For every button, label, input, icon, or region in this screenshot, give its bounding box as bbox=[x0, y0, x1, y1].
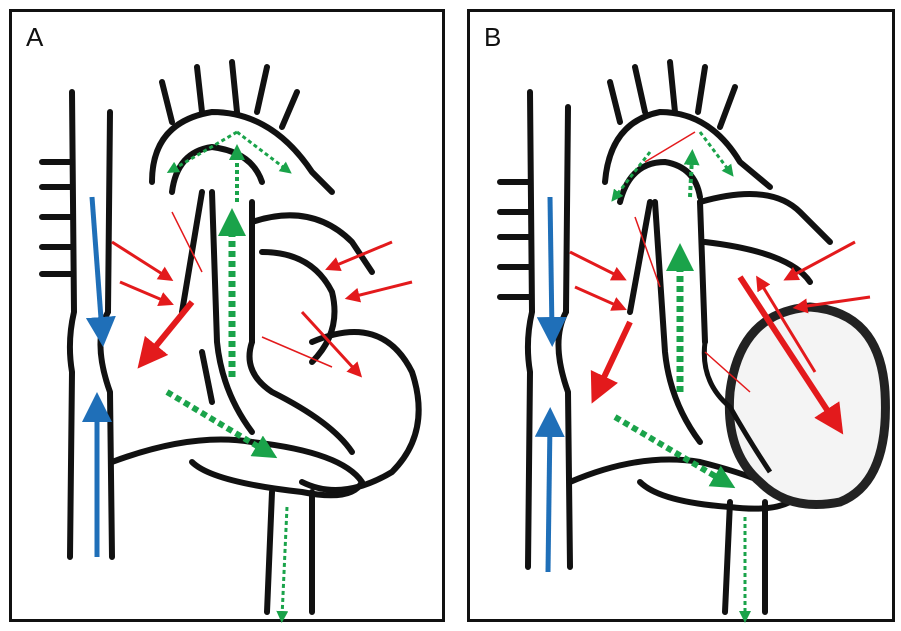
red-arrow-5 bbox=[352, 282, 412, 297]
red-arrow-3 bbox=[120, 282, 167, 302]
red-arrow-4 bbox=[332, 242, 392, 267]
green-arrow-diag bbox=[615, 417, 725, 482]
venous-return-arrow-down bbox=[92, 197, 102, 332]
red-arrow-3 bbox=[575, 287, 620, 307]
heart-diagram-a bbox=[12, 12, 448, 625]
red-arrow-1 bbox=[598, 322, 630, 390]
panel-b: B bbox=[467, 9, 895, 622]
red-arrow-1 bbox=[147, 302, 192, 357]
green-arrow-arch-l bbox=[615, 152, 650, 197]
heart-diagram-b bbox=[470, 12, 898, 625]
enlarged-ventricle bbox=[729, 307, 885, 505]
red-arrow-thin-3 bbox=[645, 132, 695, 162]
red-arrow-2 bbox=[570, 252, 620, 277]
red-arrow-4 bbox=[790, 242, 855, 277]
panel-a: A bbox=[9, 9, 445, 622]
green-arrow-down bbox=[282, 507, 287, 617]
red-arrow-2 bbox=[112, 242, 167, 277]
venous-return-arrow-down bbox=[550, 197, 552, 332]
venous-return-arrow-up bbox=[548, 422, 550, 572]
red-arrow-5 bbox=[800, 297, 870, 307]
